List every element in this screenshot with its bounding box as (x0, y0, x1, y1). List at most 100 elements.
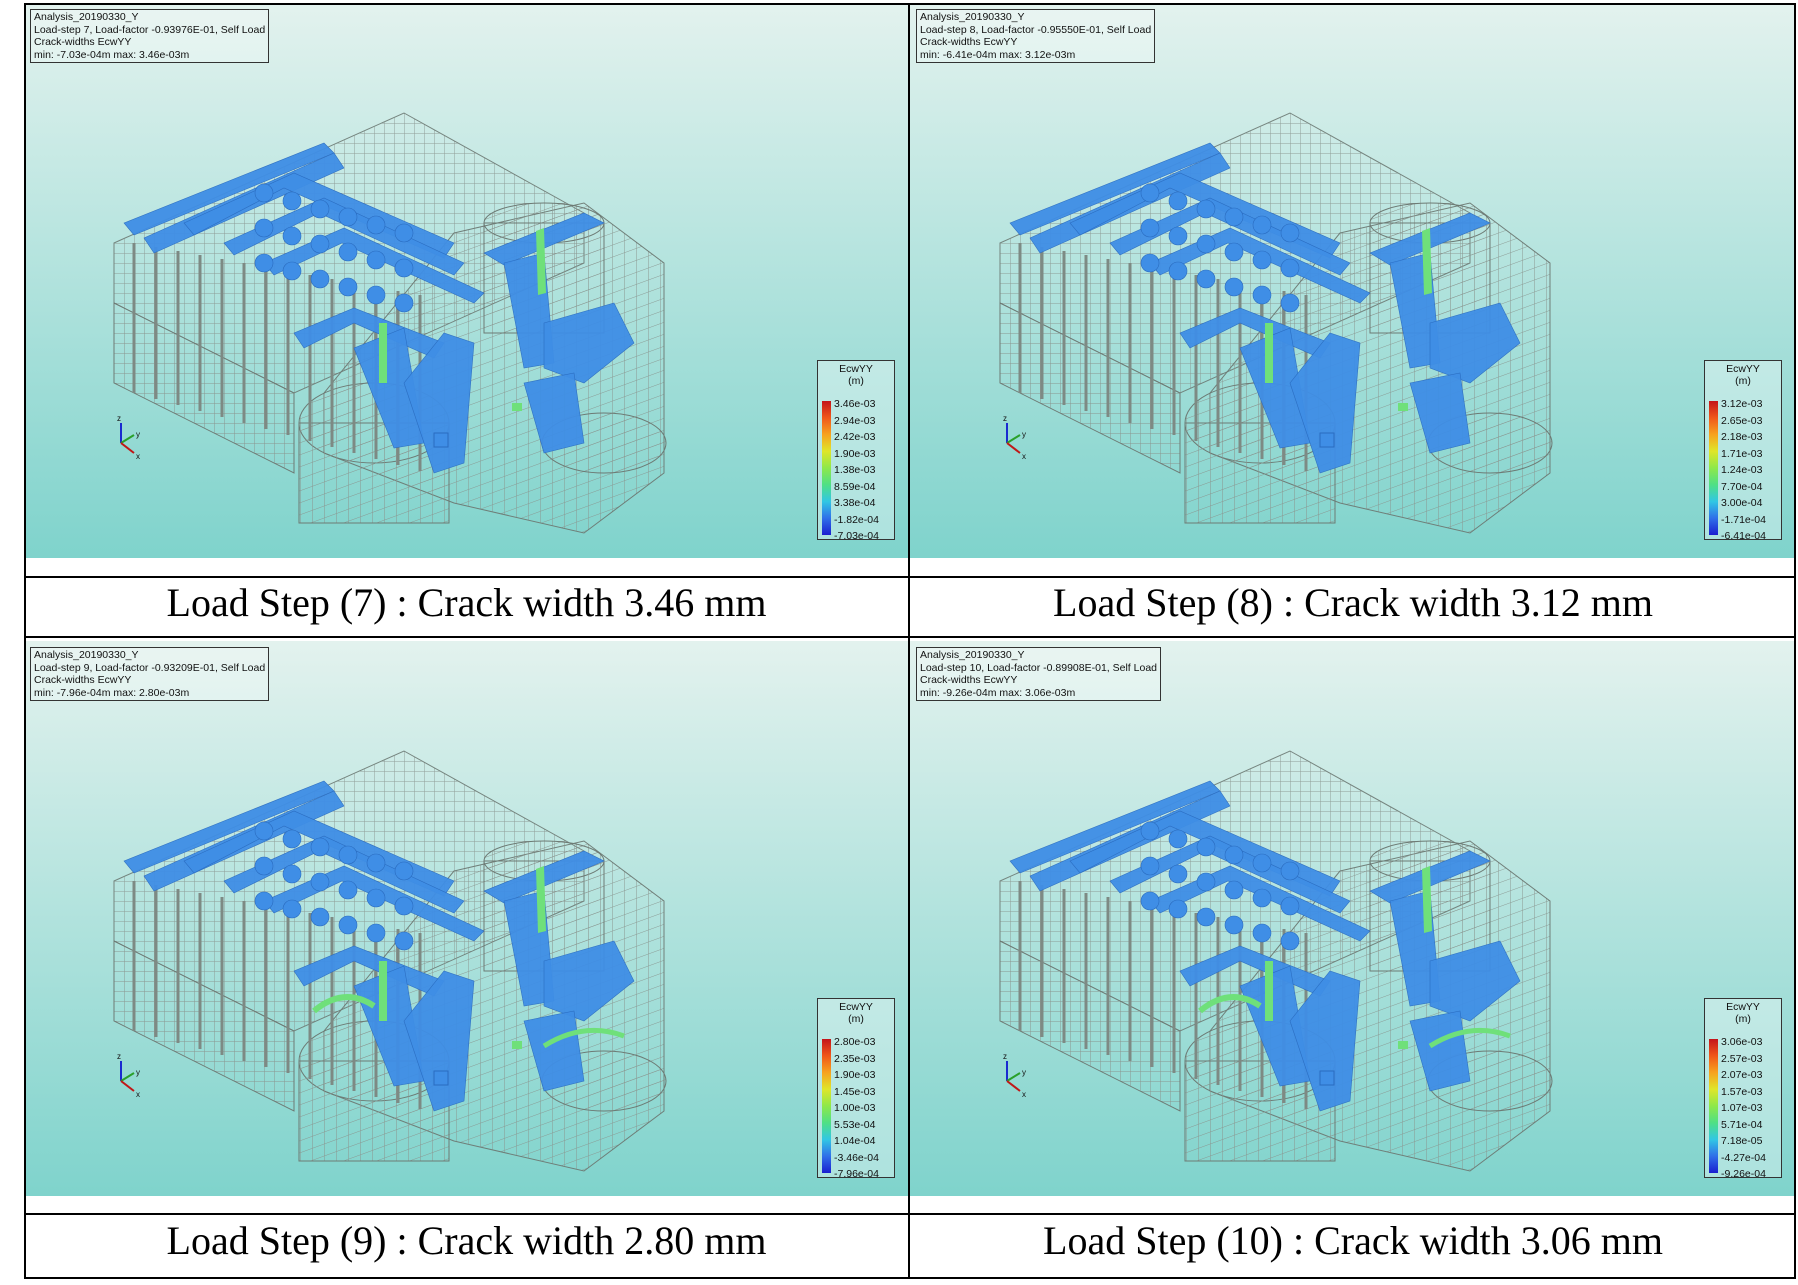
legend-title-line: (m) (848, 1013, 864, 1025)
info-line: Load-step 7, Load-factor -0.93976E-01, S… (34, 23, 266, 36)
legend-value: -1.82e-04 (834, 513, 879, 526)
legend-value: 2.65e-03 (1721, 414, 1763, 427)
table-border-left (24, 3, 26, 1279)
legend-value: 1.38e-03 (834, 464, 876, 476)
axis-label-y: y (136, 430, 140, 439)
info-line: Analysis_20190330_Y (34, 11, 139, 23)
legend-value: 8.59e-04 (834, 480, 876, 493)
axis-triad: z y x (117, 414, 140, 461)
axis-label-x: x (136, 1090, 140, 1099)
legend-value: 2.35e-03 (834, 1052, 876, 1065)
legend-title-line: EcwYY (1726, 363, 1760, 375)
legend-value: -4.27e-04 (1721, 1151, 1766, 1164)
legend-title-line: EcwYY (839, 1001, 873, 1013)
axis-label-y: y (1022, 1068, 1026, 1077)
legend-title-line: (m) (848, 375, 864, 387)
legend-title: EcwYY(m) (1705, 363, 1781, 387)
table-divider-row3 (24, 1213, 1796, 1215)
legend-value: 3.06e-03 (1721, 1036, 1763, 1048)
legend-value: -6.41e-04 (1721, 530, 1766, 542)
info-line: Crack-widths EcwYY (920, 36, 1018, 48)
axis-label-y: y (1022, 430, 1026, 439)
legend-value: 5.53e-04 (834, 1118, 876, 1131)
info-line: Load-step 8, Load-factor -0.95550E-01, S… (920, 23, 1152, 36)
legend-value: 1.90e-03 (834, 1069, 876, 1081)
legend-title-line: (m) (1735, 1013, 1751, 1025)
legend-value: -7.03e-04 (834, 530, 879, 542)
axis-triad: zyx (117, 1052, 140, 1099)
legend-title-line: (m) (1735, 375, 1751, 387)
building-model (999, 750, 1553, 1172)
axis-label-x: x (136, 452, 140, 461)
legend-title-line: EcwYY (839, 363, 873, 375)
table-divider-row2 (24, 636, 1796, 638)
info-line: Crack-widths EcwYY (920, 674, 1018, 686)
legend-value: 1.90e-03 (834, 447, 876, 460)
legend-title: EcwYY(m) (818, 363, 894, 387)
crack-regions (1009, 780, 1521, 1112)
caption-load-step-10: Load Step (10) : Crack width 3.06 mm (1043, 1218, 1663, 1263)
legend-title: EcwYY(m) (818, 1001, 894, 1025)
legend-value: -1.71e-04 (1721, 513, 1766, 526)
legend-value: 2.57e-03 (1721, 1052, 1763, 1065)
axis-label-x: x (1022, 452, 1026, 461)
fe-mesh-model: zyx (113, 750, 667, 1172)
legend-value: 1.71e-03 (1721, 447, 1763, 460)
table-divider-vertical (908, 3, 910, 1279)
crack-regions (123, 780, 635, 1112)
table-divider-row1 (24, 576, 1796, 578)
legend-value: 1.24e-03 (1721, 464, 1763, 476)
crack-regions (1009, 142, 1521, 474)
building-model (113, 112, 667, 534)
fe-mesh-model: z y x (999, 750, 1553, 1172)
info-line: Crack-widths EcwYY (34, 674, 132, 686)
table-border-right (1794, 3, 1796, 1279)
crack-regions (123, 142, 635, 474)
caption-load-step-7: Load Step (7) : Crack width 3.46 mm (166, 580, 767, 625)
info-line: Crack-widths EcwYY (34, 36, 132, 48)
legend-value: 1.57e-03 (1721, 1085, 1763, 1098)
axis-label-z: z (1003, 1052, 1007, 1061)
axis-label-z: z (117, 414, 121, 423)
axis-label-x: x (1022, 1090, 1026, 1099)
info-line: Load-step 10, Load-factor -0.89908E-01, … (920, 661, 1157, 674)
legend-color-bar (1709, 1039, 1718, 1173)
info-line: min: -7.96e-04m max: 2.80e-03m (34, 686, 190, 699)
info-line: Load-step 9, Load-factor -0.93209E-01, S… (34, 661, 266, 674)
info-line: Analysis_20190330_Y (920, 649, 1025, 661)
legend-value: 1.45e-03 (834, 1085, 876, 1098)
legend-value: 2.07e-03 (1721, 1069, 1763, 1081)
info-line: min: -7.03e-04m max: 3.46e-03m (34, 48, 190, 61)
legend-value: 3.00e-04 (1721, 497, 1763, 509)
axis-label-z: z (1003, 414, 1007, 423)
legend-title-line: EcwYY (1726, 1001, 1760, 1013)
legend-value: 1.04e-04 (834, 1135, 876, 1147)
legend-color-bar (822, 401, 831, 535)
caption-load-step-8: Load Step (8) : Crack width 3.12 mm (1053, 580, 1653, 625)
color-legend: EcwYY(m) 3.06e-03 2.57e-03 2.07e-03 1.57e-03… (1704, 998, 1782, 1180)
legend-value: 2.18e-03 (1721, 431, 1763, 443)
legend-color-bar (822, 1039, 831, 1173)
color-legend: EcwYY(m) 2.80e-03 2.35e-03 1.90e-03 1.45e-03… (817, 998, 895, 1180)
table-border-top (24, 3, 1796, 5)
legend-color-bar (1709, 401, 1718, 535)
legend-value: 2.94e-03 (834, 414, 876, 427)
info-line: min: -9.26e-04m max: 3.06e-03m (920, 686, 1076, 699)
info-line: Analysis_20190330_Y (920, 11, 1025, 23)
legend-value: 1.00e-03 (834, 1102, 876, 1114)
axis-label-z: z (117, 1052, 121, 1061)
fe-mesh-model: z y x (113, 112, 667, 534)
info-line: min: -6.41e-04m max: 3.12e-03m (920, 48, 1076, 61)
legend-value: 2.42e-03 (834, 431, 876, 443)
legend-value: 7.18e-05 (1721, 1135, 1763, 1147)
legend-value: 2.80e-03 (834, 1036, 876, 1048)
